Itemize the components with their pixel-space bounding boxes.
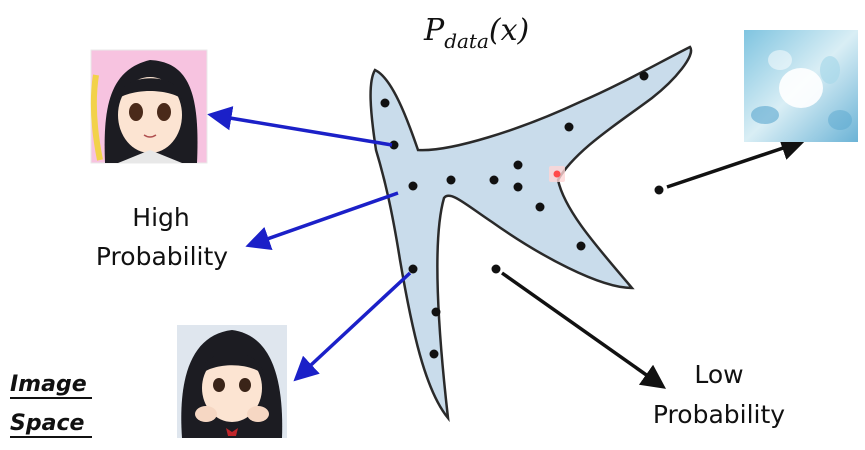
high-probability-line1: High <box>132 203 189 232</box>
noisy-generated-image <box>744 30 858 142</box>
data-distribution-region <box>369 45 693 423</box>
data-point <box>576 241 586 251</box>
arrow-to-bottom-image <box>293 271 412 382</box>
pdata-title: Pdata(x) <box>423 13 529 53</box>
data-point <box>389 140 399 150</box>
outside-point-right <box>654 185 664 195</box>
anime-face-bottom-image <box>177 325 287 438</box>
data-point <box>489 175 499 185</box>
data-point <box>639 71 649 81</box>
data-point <box>513 160 523 170</box>
arrow-to-high-probability <box>245 191 399 251</box>
data-points <box>380 71 649 359</box>
image-space-line2: Space <box>10 411 84 436</box>
low-probability-line1: Low <box>694 360 743 389</box>
arrow-to-noisy-image <box>666 136 806 189</box>
data-point <box>408 264 418 274</box>
high-probability-line2: Probability <box>96 242 228 271</box>
data-point <box>408 181 418 191</box>
anime-face-top-image <box>90 49 208 164</box>
low-probability-line2: Probability <box>653 400 785 429</box>
outside-point-center <box>491 264 501 274</box>
pdata-symbol: P <box>423 13 445 48</box>
data-point <box>564 122 574 132</box>
image-space-line1: Image <box>10 372 87 397</box>
data-point <box>446 175 456 185</box>
data-point <box>431 307 441 317</box>
data-point <box>429 349 439 359</box>
pdata-argument: (x) <box>489 13 529 48</box>
data-point <box>513 182 523 192</box>
arrow-to-top-image <box>207 106 393 147</box>
data-point <box>380 98 390 108</box>
highlight-marker <box>549 166 565 182</box>
pdata-subscript: data <box>444 29 489 53</box>
data-point <box>535 202 545 212</box>
arrow-to-low-probability <box>500 271 667 389</box>
